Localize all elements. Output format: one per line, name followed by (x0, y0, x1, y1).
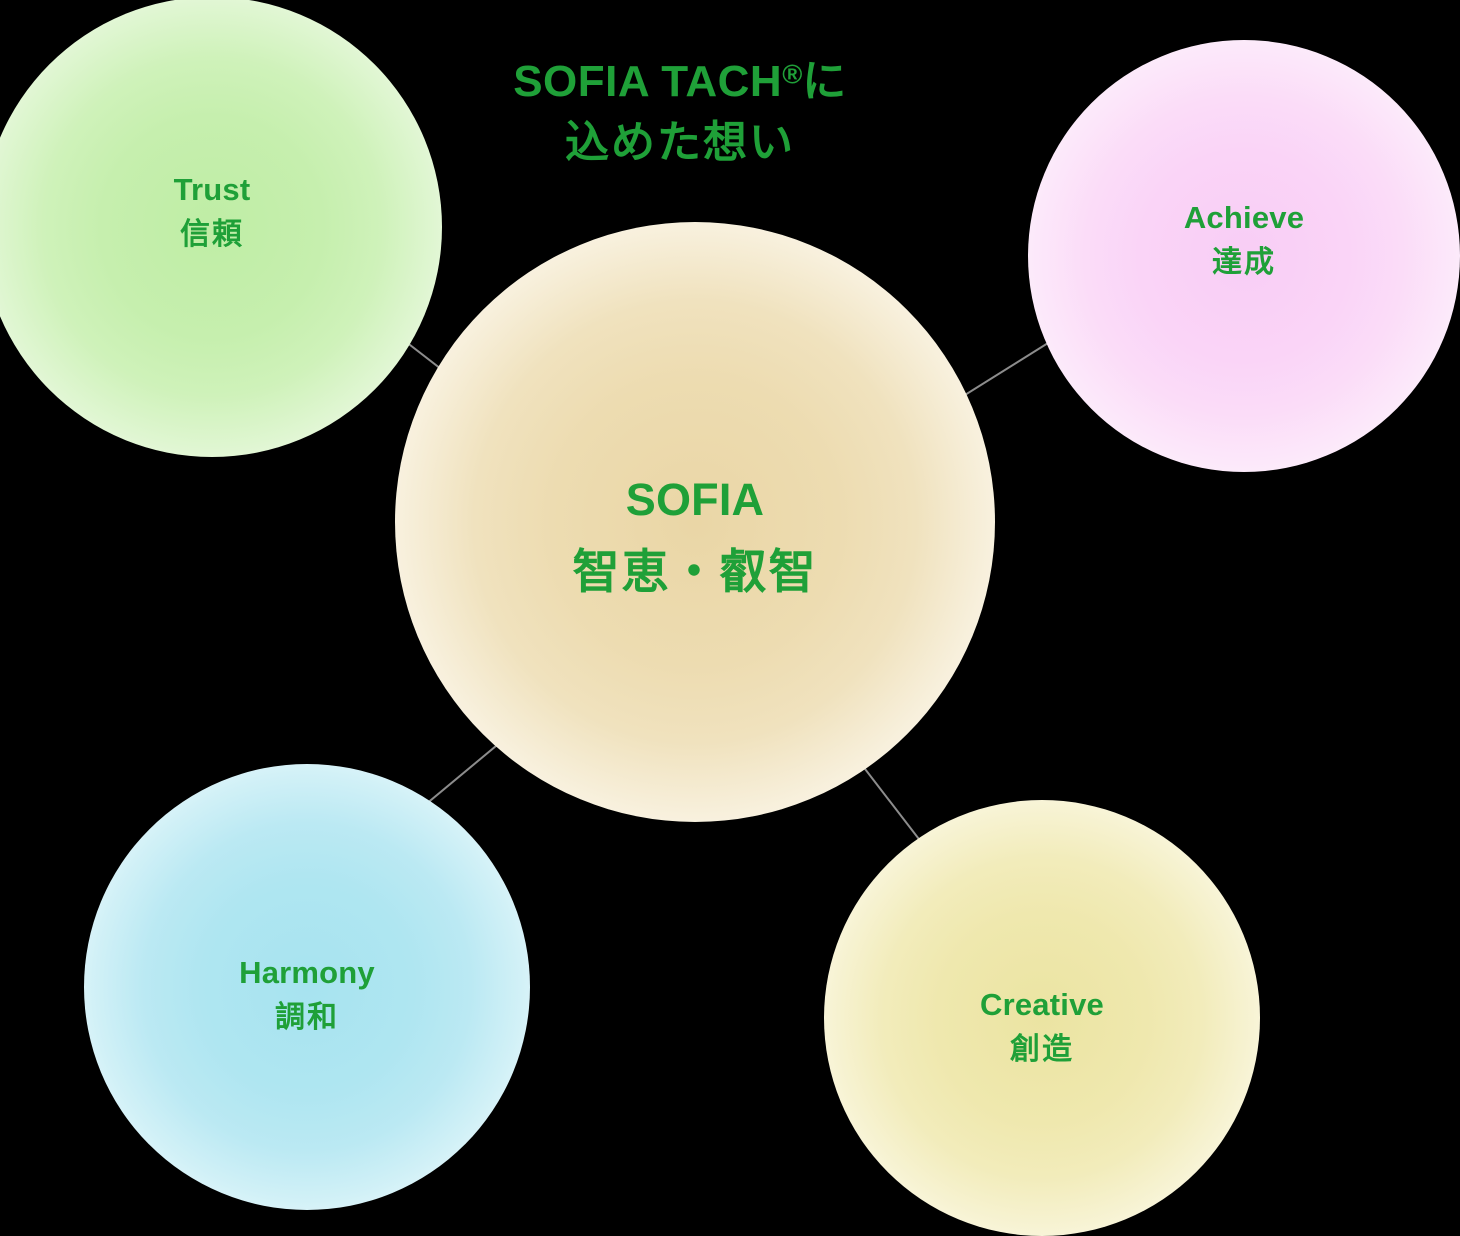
diagram-title-line1-text: SOFIA TACH (513, 57, 783, 106)
bubble-center-label-en: SOFIA (625, 473, 765, 525)
diagram-title: SOFIA TACH®に 込めた想い (430, 52, 930, 173)
diagram-title-line2: 込めた想い (565, 117, 795, 167)
bubble-center-content: SOFIA 智恵・叡智 (573, 442, 818, 603)
bubble-harmony-label-jp: 調和 (275, 1001, 339, 1035)
bubble-creative-content: Creative 創造 (980, 987, 1104, 1070)
bubble-harmony-content: Harmony 調和 (239, 955, 375, 1038)
diagram-title-line1-suffix: に (802, 57, 847, 106)
bubble-trust-label-en: Trust (173, 171, 251, 207)
bubble-achieve-content: Achieve 達成 (1184, 200, 1304, 283)
registered-trademark-icon: ® (782, 58, 803, 90)
bubble-center-label-jp: 智恵・叡智 (572, 545, 818, 599)
bubble-harmony-label-en: Harmony (239, 954, 375, 990)
bubble-achieve-label-en: Achieve (1183, 199, 1305, 235)
bubble-center-sofia[interactable]: SOFIA 智恵・叡智 (395, 222, 995, 822)
bubble-trust-content: Trust 信頼 (174, 172, 251, 255)
bubble-trust[interactable]: Trust 信頼 (0, 0, 442, 457)
bubble-creative-label-en: Creative (980, 986, 1104, 1022)
bubble-creative-label-jp: 創造 (1009, 1033, 1074, 1067)
bubble-harmony[interactable]: Harmony 調和 (84, 764, 530, 1210)
bubble-achieve[interactable]: Achieve 達成 (1028, 40, 1460, 472)
bubble-creative[interactable]: Creative 創造 (824, 800, 1260, 1236)
bubble-trust-label-jp: 信頼 (179, 218, 244, 252)
bubble-achieve-label-jp: 達成 (1212, 246, 1276, 280)
